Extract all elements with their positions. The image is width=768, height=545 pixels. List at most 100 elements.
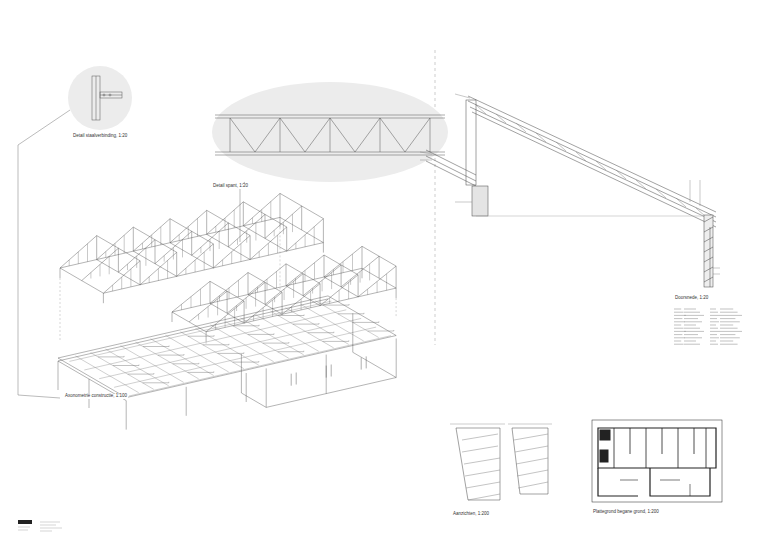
legend-line	[684, 331, 704, 332]
axo-line	[320, 284, 321, 306]
axo-line	[103, 293, 104, 303]
axo-line	[240, 244, 241, 262]
axo-line	[176, 252, 177, 276]
axo-line	[243, 202, 244, 226]
axo-line	[228, 214, 265, 247]
axo-line	[124, 356, 125, 357]
axo-line	[229, 288, 230, 299]
axo-line	[304, 315, 305, 316]
axo-line	[203, 344, 229, 345]
axo-line	[181, 332, 244, 369]
axo-line	[84, 310, 346, 370]
axo-line	[233, 362, 259, 363]
axo-line	[316, 301, 379, 338]
axo-line	[207, 234, 250, 259]
axo-line	[121, 346, 184, 383]
axo-line	[277, 235, 278, 253]
legend-line	[684, 344, 700, 345]
legend-line	[720, 331, 742, 332]
axo-line	[362, 268, 396, 288]
axo-line	[268, 243, 269, 255]
axo-line	[379, 256, 380, 278]
axo-line	[206, 210, 207, 234]
axo-line	[112, 285, 113, 291]
axo-line	[352, 254, 353, 271]
axo-line	[324, 246, 362, 277]
axo-line	[114, 327, 376, 387]
axo-line	[263, 343, 289, 344]
legend-line	[674, 312, 684, 313]
axo-line	[195, 260, 196, 272]
legend-line	[674, 334, 682, 335]
axo-line	[210, 239, 211, 251]
axo-line	[179, 235, 180, 241]
axo-line	[270, 202, 271, 220]
axo-line	[305, 270, 306, 281]
axo-line	[222, 260, 223, 266]
legend-line	[710, 337, 719, 338]
axo-line	[153, 373, 154, 374]
axo-line	[126, 401, 127, 430]
axo-line	[204, 252, 205, 270]
axo-line	[87, 244, 88, 262]
axo-line	[278, 315, 304, 316]
axo-line	[133, 219, 170, 251]
axo-line	[280, 193, 281, 217]
axo-line	[265, 282, 266, 304]
axo-line	[200, 247, 201, 253]
legend-line	[720, 325, 733, 326]
axo-line	[259, 325, 260, 326]
axo-line	[60, 268, 103, 293]
axo-line	[228, 223, 229, 247]
axo-line	[377, 282, 378, 293]
axo-line	[248, 273, 282, 293]
axo-line	[169, 346, 170, 347]
axo-line	[91, 353, 154, 390]
axo-line	[233, 325, 259, 326]
axo-line	[151, 235, 152, 247]
axo-line	[323, 243, 324, 253]
axo-line	[295, 278, 296, 284]
axo-line	[243, 352, 244, 353]
legend-line	[710, 341, 716, 342]
axo-line	[155, 240, 156, 264]
legend-line	[684, 309, 696, 310]
axo-line	[271, 311, 334, 348]
legend-line	[710, 325, 716, 326]
axo-line	[213, 244, 214, 268]
legend-line	[674, 344, 684, 345]
axo-line	[140, 252, 177, 284]
axo-line	[172, 312, 173, 322]
axo-line	[237, 239, 238, 245]
axo-line	[248, 334, 274, 335]
axo-line	[133, 227, 176, 252]
axo-line	[109, 256, 110, 274]
axo-line	[136, 342, 199, 379]
axo-line	[121, 277, 122, 289]
axo-line	[261, 210, 262, 222]
axo-line	[188, 372, 214, 373]
axo-line	[314, 263, 315, 280]
axo-line	[296, 373, 297, 385]
axo-line	[133, 227, 134, 251]
axo-line	[149, 277, 150, 283]
axo-line	[303, 265, 341, 296]
axo-line	[227, 282, 265, 313]
axo-line	[97, 236, 140, 261]
legend-line	[684, 321, 702, 322]
axo-line	[353, 322, 379, 323]
axo-line	[140, 261, 141, 285]
axo-line	[283, 222, 284, 234]
axo-line	[282, 292, 283, 314]
axo-line	[90, 273, 91, 279]
axo-line	[323, 219, 324, 243]
axo-line	[266, 378, 396, 408]
projection-line	[396, 298, 397, 318]
legend-line	[720, 309, 733, 310]
axo-line	[234, 309, 235, 326]
axo-line	[158, 269, 159, 281]
axo-line	[323, 305, 349, 306]
legend-line	[710, 334, 717, 335]
axo-line	[274, 333, 275, 334]
axo-line	[58, 299, 328, 361]
